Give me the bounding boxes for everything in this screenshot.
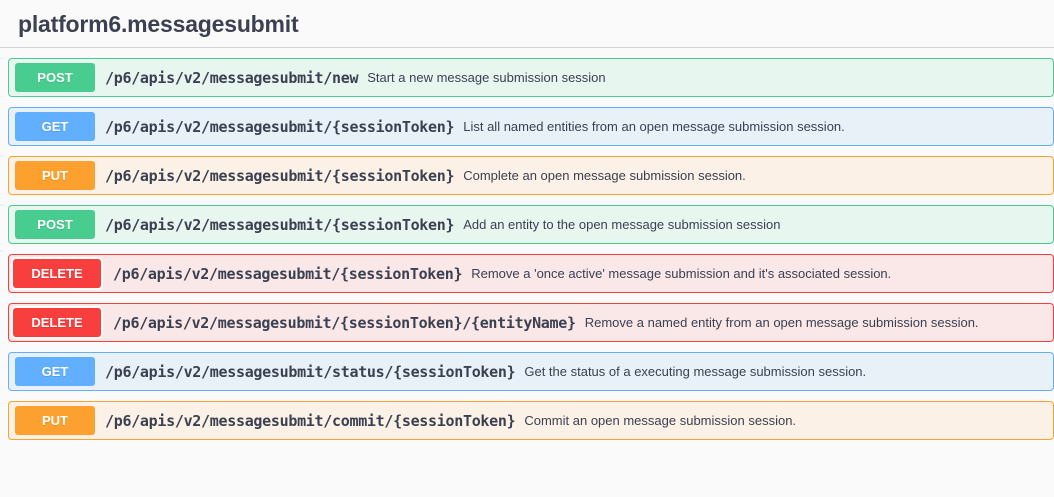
endpoint-path: /p6/apis/v2/messagesubmit/{sessionToken}…	[113, 313, 576, 332]
http-method-badge[interactable]: DELETE	[13, 259, 101, 288]
endpoint-description: Remove a 'once active' message submissio…	[471, 265, 892, 281]
operation-row[interactable]: PUT/p6/apis/v2/messagesubmit/commit/{ses…	[8, 401, 1054, 440]
endpoint-description: Get the status of a executing message su…	[524, 363, 867, 379]
endpoint-description: Remove a named entity from an open messa…	[584, 314, 979, 330]
endpoint-path: /p6/apis/v2/messagesubmit/{sessionToken}	[113, 264, 463, 283]
http-method-badge[interactable]: PUT	[15, 161, 95, 190]
http-method-badge[interactable]: PUT	[15, 406, 95, 435]
api-tag-section: platform6.messagesubmit POST/p6/apis/v2/…	[0, 0, 1054, 440]
http-method-badge[interactable]: POST	[15, 63, 95, 92]
tag-header[interactable]: platform6.messagesubmit	[0, 0, 1054, 48]
endpoint-path: /p6/apis/v2/messagesubmit/new	[105, 68, 359, 87]
endpoint-description: Start a new message submission session	[367, 69, 606, 85]
endpoint-path: /p6/apis/v2/messagesubmit/commit/{sessio…	[105, 411, 516, 430]
operation-row[interactable]: POST/p6/apis/v2/messagesubmit/{sessionTo…	[8, 205, 1054, 244]
endpoint-path: /p6/apis/v2/messagesubmit/{sessionToken}	[105, 215, 455, 234]
operations-list: POST/p6/apis/v2/messagesubmit/new Start a…	[0, 58, 1054, 440]
http-method-badge[interactable]: POST	[15, 210, 95, 239]
operation-row[interactable]: DELETE/p6/apis/v2/messagesubmit/{session…	[8, 254, 1054, 293]
endpoint-path: /p6/apis/v2/messagesubmit/{sessionToken}	[105, 117, 455, 136]
operation-row[interactable]: GET/p6/apis/v2/messagesubmit/{sessionTok…	[8, 107, 1054, 146]
endpoint-description: Complete an open message submission sess…	[463, 167, 746, 183]
operation-row[interactable]: PUT/p6/apis/v2/messagesubmit/{sessionTok…	[8, 156, 1054, 195]
operation-row[interactable]: DELETE/p6/apis/v2/messagesubmit/{session…	[8, 303, 1054, 342]
operation-row[interactable]: POST/p6/apis/v2/messagesubmit/new Start a…	[8, 58, 1054, 97]
http-method-badge[interactable]: GET	[15, 357, 95, 386]
http-method-badge[interactable]: DELETE	[13, 308, 101, 337]
page-title: platform6.messagesubmit	[18, 11, 299, 37]
endpoint-description: List all named entities from an open mes…	[463, 118, 845, 134]
endpoint-path: /p6/apis/v2/messagesubmit/{sessionToken}	[105, 166, 455, 185]
operation-row[interactable]: GET/p6/apis/v2/messagesubmit/status/{ses…	[8, 352, 1054, 391]
http-method-badge[interactable]: GET	[15, 112, 95, 141]
endpoint-description: Commit an open message submission sessio…	[524, 412, 797, 428]
endpoint-path: /p6/apis/v2/messagesubmit/status/{sessio…	[105, 362, 516, 381]
endpoint-description: Add an entity to the open message submis…	[463, 216, 781, 232]
